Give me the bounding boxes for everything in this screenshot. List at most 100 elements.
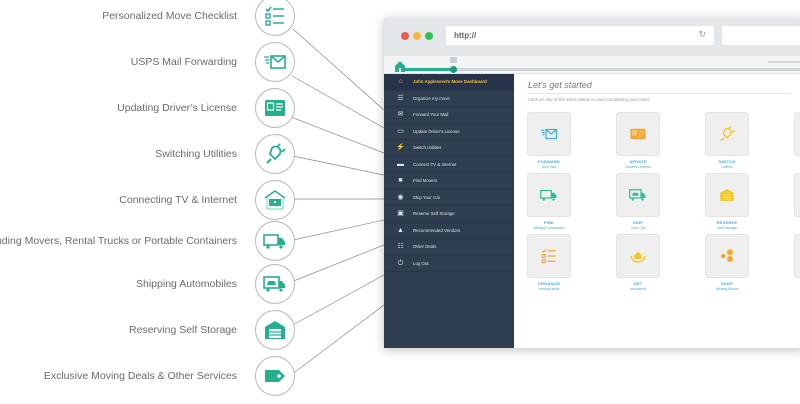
sidebar-item-log-out[interactable]: ⏻Log Out: [384, 256, 514, 272]
feature-label: Finding Movers, Rental Trucks or Portabl…: [0, 235, 237, 247]
sidebar-item-label: Find Movers: [413, 178, 438, 184]
move-progress-bar: [384, 56, 800, 74]
tile-update-license[interactable]: UPDATE Driver's License: [616, 112, 660, 169]
sidebar-item-label: Switch Utilities: [413, 145, 442, 151]
sidebar-item-forward-mail[interactable]: ✉ Forward Your Mail: [384, 107, 514, 124]
sidebar-item-label: Recommended Vendors: [413, 227, 461, 233]
home-icon: ⌂: [398, 78, 403, 86]
tile-subtitle: Insurance: [630, 287, 646, 291]
maximize-window-button[interactable]: [425, 32, 433, 40]
tile-partial[interactable]: [794, 112, 800, 158]
sidebar-item-label: Connect TV & Internet: [413, 161, 457, 167]
tile-organize-tasks[interactable]: ORGANIZE moving tasks: [527, 234, 571, 291]
truck-icon: [540, 189, 557, 201]
id-card-icon: ▭: [397, 127, 404, 135]
connector-line: [290, 304, 385, 376]
connector-line: [292, 28, 385, 111]
sidebar-item-label: Organize my move: [413, 95, 450, 101]
feature-item: Finding Movers, Rental Trucks or Portabl…: [0, 221, 296, 261]
user-icon: ▲: [397, 226, 404, 234]
tile-title: SHIP: [632, 220, 644, 225]
tile-get-insurance[interactable]: GET Insurance: [616, 234, 660, 291]
progress-fill: [404, 68, 452, 71]
tile-title: SWITCH: [718, 159, 736, 164]
tile-switch-utilities[interactable]: SWITCH Utilities: [705, 112, 749, 169]
feature-label: Exclusive Moving Deals & Other Services: [43, 370, 237, 382]
home-icon[interactable]: [394, 60, 406, 72]
progress-knob[interactable]: [450, 66, 457, 73]
storage-garage-icon: [255, 310, 295, 350]
search-field[interactable]: [722, 26, 800, 45]
close-window-button[interactable]: [401, 32, 409, 40]
sidebar-item-organize[interactable]: ☰Organize my move: [384, 91, 514, 107]
page-subtitle: Click on any of the items below to start…: [528, 97, 650, 102]
tile-shop-boxes[interactable]: SHOP Moving Boxes: [705, 234, 749, 291]
sidebar-item-label: Ship Your Car: [413, 194, 441, 200]
tile-subtitle: Moving Companies: [533, 226, 565, 230]
feature-item: Reserving Self Storage: [0, 310, 296, 350]
tile-title: RESERVE: [716, 220, 738, 225]
sidebar-item-drivers-license[interactable]: ▭ Update Driver’s License: [384, 124, 514, 140]
mail-icon: ✉: [397, 111, 404, 119]
feature-item: Updating Driver’s License: [0, 88, 296, 128]
connector-line: [292, 155, 385, 176]
sidebar-item-find-movers[interactable]: ■Find Movers: [384, 173, 514, 190]
truck-icon: [255, 221, 295, 261]
feature-label: Reserving Self Storage: [129, 324, 237, 336]
feature-label: Updating Driver’s License: [117, 102, 237, 114]
sidebar-item-tv-internet[interactable]: ▬Connect TV & Internet: [384, 157, 514, 173]
feature-item: Personalized Move Checklist: [0, 0, 296, 36]
progress-track: [404, 68, 800, 71]
tv-house-icon: [255, 180, 295, 220]
sidebar-item-vendors[interactable]: ▲ Recommended Vendors: [384, 223, 514, 239]
boxes-icon: [721, 249, 733, 262]
power-icon: ⏻: [397, 259, 404, 267]
minimize-window-button[interactable]: [413, 32, 421, 40]
connector-line: [290, 244, 385, 283]
sidebar-item-label: Forward Your Mail: [413, 112, 449, 118]
sidebar: ⌂ John Appleseed’s Move Dashboard ☰Organi…: [384, 74, 514, 348]
tile-subtitle: Your Car: [630, 226, 646, 230]
sidebar-item-other-deals[interactable]: ☷Other Deals: [384, 239, 514, 256]
tile-forward-mail[interactable]: FORWARD your mail: [527, 112, 571, 169]
tile-title: UPDATE: [629, 159, 647, 164]
sidebar-item-label: Update Driver’s License: [413, 128, 460, 134]
tile-find-movers[interactable]: FIND Moving Companies: [527, 173, 571, 230]
address-bar[interactable]: http:// ↻: [446, 26, 714, 45]
page-title: Let's get started: [528, 80, 790, 94]
sidebar-item-utilities[interactable]: ⚡ Switch Utilities: [384, 140, 514, 157]
tile-partial[interactable]: [794, 234, 800, 280]
sidebar-item-self-storage[interactable]: ▣Reserve Self Storage: [384, 206, 514, 223]
sidebar-item-dashboard[interactable]: ⌂ John Appleseed’s Move Dashboard: [384, 74, 514, 91]
sidebar-item-ship-car[interactable]: ◉ Ship Your Car: [384, 190, 514, 206]
feature-item: USPS Mail Forwarding: [0, 42, 296, 82]
plug-icon: ⚡: [396, 144, 405, 152]
feature-label: Shipping Automobiles: [136, 278, 237, 290]
browser-toolbar: http:// ↻: [384, 18, 800, 56]
tile-partial[interactable]: [794, 173, 800, 219]
feature-item: Switching Utilities: [0, 134, 296, 174]
storage-icon: ▣: [397, 210, 404, 218]
insurance-icon: [630, 251, 646, 263]
tile-subtitle: Utilities: [721, 165, 733, 169]
car-icon: ◉: [397, 193, 404, 201]
sidebar-item-label: John Appleseed’s Move Dashboard: [413, 79, 487, 85]
tile-reserve-storage[interactable]: RESERVE Self Storage: [705, 173, 749, 230]
checklist-icon: [255, 0, 295, 36]
moving-day-marker: [768, 61, 800, 63]
tile-subtitle: Moving Boxes: [715, 287, 739, 291]
car-carrier-icon: [255, 264, 295, 304]
grid-list-icon: ☷: [397, 243, 404, 251]
tile-title: FORWARD: [538, 159, 560, 164]
progress-marker-flag: [450, 57, 457, 63]
feature-label: Switching Utilities: [155, 148, 237, 160]
main-content: Let's get started Click on any of the it…: [514, 74, 800, 348]
connector-line: [292, 219, 385, 241]
plug-icon: [720, 126, 735, 142]
feature-item: Shipping Automobiles: [0, 264, 296, 304]
tile-title: FIND: [543, 220, 555, 225]
reload-icon[interactable]: ↻: [698, 29, 706, 39]
tile-title: GET: [633, 281, 643, 286]
tile-ship-car[interactable]: SHIP Your Car: [616, 173, 660, 230]
